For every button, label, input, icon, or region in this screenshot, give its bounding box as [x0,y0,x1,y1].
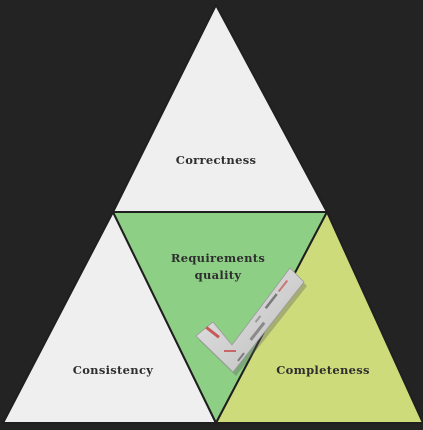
requirements-label: Requirements [171,251,265,265]
correctness-triangle [111,2,329,213]
quality-label: quality [195,268,242,282]
completeness-label: Completeness [276,363,370,377]
correctness-label: Correctness [176,153,257,167]
checkmark-icon [195,267,307,376]
consistency-label: Consistency [73,363,153,377]
